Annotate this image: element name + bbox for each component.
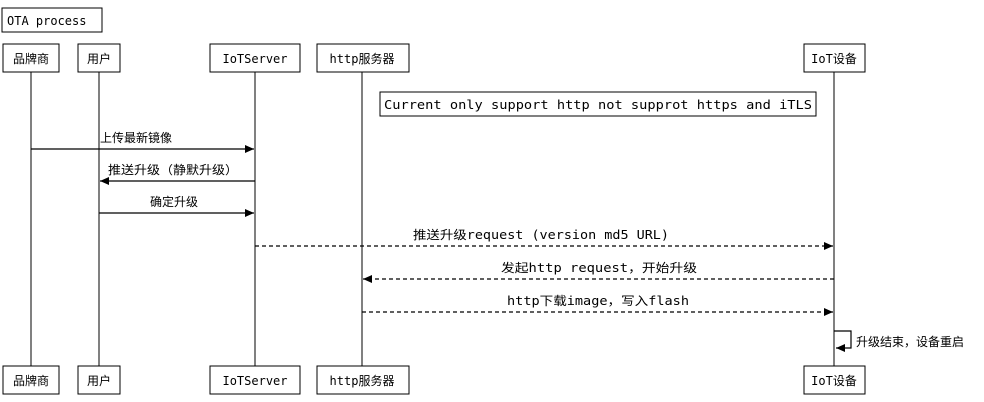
message-label: 升级结束，设备重启	[856, 335, 964, 349]
note: Current only support http not supprot ht…	[379, 91, 817, 117]
message-label: http下载image，写入flash	[507, 294, 689, 308]
diagram-title: OTA process	[1, 7, 103, 33]
message-upgrade-finished: 升级结束，设备重启	[834, 330, 964, 352]
participant-httpserver-top: http服务器	[316, 43, 410, 73]
message-label: 推送升级request (version md5 URL)	[413, 227, 669, 242]
participant-iotserver-label: IoTServer	[222, 52, 287, 66]
participant-device-bottom: IoT设备	[803, 365, 866, 395]
note-text: Current only support http not supprot ht…	[384, 98, 812, 112]
message-upload-image: 上传最新镜像	[31, 130, 254, 153]
participant-user-bottom: 用户	[77, 365, 121, 395]
message-push-upgrade: 推送升级（静默升级）	[100, 162, 255, 185]
message-label: 发起http request，开始升级	[501, 260, 697, 275]
message-http-download: http下载image，写入flash	[362, 294, 833, 316]
participant-user-top: 用户	[77, 43, 121, 73]
participant-vendor-bottom: 品牌商	[2, 365, 60, 395]
participant-iotserver-top: IoTServer	[209, 43, 301, 73]
message-confirm-upgrade: 确定升级	[99, 194, 254, 217]
participant-device-top: IoT设备	[803, 43, 866, 73]
participant-httpserver-label: http服务器	[330, 51, 395, 66]
participant-vendor-label: 品牌商	[13, 373, 49, 388]
diagram-title-text: OTA process	[7, 14, 86, 28]
participant-user-label: 用户	[87, 373, 111, 388]
message-http-request: 发起http request，开始升级	[363, 260, 834, 283]
participant-device-label: IoT设备	[811, 52, 857, 66]
participant-httpserver-bottom: http服务器	[316, 365, 410, 395]
message-push-request: 推送升级request (version md5 URL)	[255, 227, 833, 250]
participant-vendor-label: 品牌商	[13, 51, 49, 66]
participant-httpserver-label: http服务器	[330, 373, 395, 388]
participant-user-label: 用户	[87, 51, 111, 66]
participant-iotserver-bottom: IoTServer	[209, 365, 301, 395]
message-label: 确定升级	[150, 194, 198, 209]
message-label: 推送升级（静默升级）	[108, 162, 238, 177]
participant-device-label: IoT设备	[811, 374, 857, 388]
participant-vendor-top: 品牌商	[2, 43, 60, 73]
message-label: 上传最新镜像	[100, 130, 172, 145]
participant-iotserver-label: IoTServer	[222, 374, 287, 388]
